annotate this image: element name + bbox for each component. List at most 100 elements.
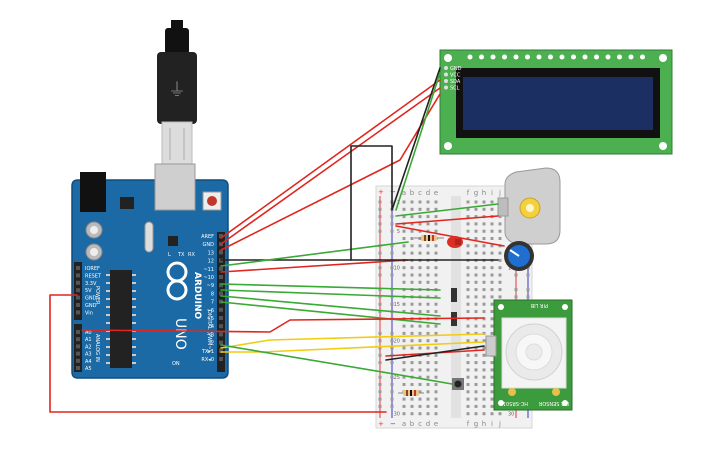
- breadboard-hole[interactable]: [434, 273, 438, 277]
- breadboard-hole[interactable]: [490, 295, 494, 299]
- header-pin[interactable]: [76, 303, 80, 307]
- breadboard-hole[interactable]: [378, 266, 382, 270]
- header-pin[interactable]: [76, 366, 80, 370]
- breadboard-hole[interactable]: [482, 207, 486, 211]
- breadboard-hole[interactable]: [482, 251, 486, 255]
- breadboard-hole[interactable]: [402, 237, 406, 240]
- breadboard-hole[interactable]: [434, 412, 438, 416]
- breadboard-hole[interactable]: [410, 368, 414, 372]
- breadboard-hole[interactable]: [482, 397, 486, 401]
- breadboard-hole[interactable]: [410, 339, 414, 343]
- breadboard-hole[interactable]: [378, 222, 382, 226]
- breadboard-hole[interactable]: [434, 404, 438, 408]
- breadboard-hole[interactable]: [434, 383, 438, 386]
- breadboard-hole[interactable]: [378, 346, 382, 350]
- breadboard-hole[interactable]: [426, 215, 430, 219]
- breadboard-hole[interactable]: [402, 310, 406, 313]
- breadboard-hole[interactable]: [426, 273, 430, 277]
- breadboard-hole[interactable]: [474, 346, 478, 350]
- breadboard-hole[interactable]: [390, 215, 394, 219]
- breadboard-hole[interactable]: [498, 280, 502, 284]
- breadboard-hole[interactable]: [490, 361, 494, 365]
- breadboard-hole[interactable]: [466, 368, 470, 372]
- breadboard-hole[interactable]: [434, 266, 438, 270]
- breadboard-hole[interactable]: [410, 346, 414, 350]
- breadboard-hole[interactable]: [410, 273, 414, 277]
- lcd-pin[interactable]: [444, 79, 448, 83]
- breadboard-hole[interactable]: [474, 215, 478, 219]
- breadboard-hole[interactable]: [474, 361, 478, 365]
- breadboard-hole[interactable]: [466, 324, 470, 328]
- breadboard-hole[interactable]: [426, 244, 430, 248]
- header-pin[interactable]: [219, 348, 223, 353]
- breadboard-hole[interactable]: [490, 368, 494, 372]
- header-pin[interactable]: [219, 275, 223, 279]
- breadboard-hole[interactable]: [378, 200, 382, 204]
- breadboard-hole[interactable]: [434, 215, 438, 219]
- breadboard-hole[interactable]: [466, 251, 470, 255]
- breadboard-hole[interactable]: [426, 251, 430, 255]
- breadboard-hole[interactable]: [402, 346, 406, 350]
- breadboard-hole[interactable]: [418, 207, 422, 211]
- breadboard-hole[interactable]: [402, 383, 406, 386]
- breadboard-hole[interactable]: [474, 368, 478, 372]
- breadboard-hole[interactable]: [498, 229, 502, 233]
- breadboard-hole[interactable]: [482, 310, 486, 313]
- breadboard-hole[interactable]: [466, 295, 470, 299]
- header-pin[interactable]: [76, 280, 80, 285]
- breadboard-hole[interactable]: [474, 375, 478, 379]
- breadboard-hole[interactable]: [402, 266, 406, 270]
- breadboard-hole[interactable]: [474, 310, 478, 313]
- breadboard-hole[interactable]: [434, 324, 438, 328]
- breadboard-hole[interactable]: [426, 390, 430, 394]
- breadboard-hole[interactable]: [410, 383, 414, 386]
- breadboard-hole[interactable]: [498, 215, 502, 219]
- breadboard-hole[interactable]: [426, 397, 430, 401]
- breadboard-hole[interactable]: [390, 302, 394, 306]
- breadboard-hole[interactable]: [466, 229, 470, 233]
- breadboard-hole[interactable]: [434, 368, 438, 372]
- breadboard-hole[interactable]: [426, 346, 430, 350]
- breadboard-hole[interactable]: [378, 361, 382, 365]
- breadboard-hole[interactable]: [410, 404, 414, 408]
- breadboard-hole[interactable]: [514, 273, 518, 277]
- breadboard-hole[interactable]: [410, 361, 414, 365]
- breadboard-hole[interactable]: [426, 222, 430, 226]
- breadboard-hole[interactable]: [410, 237, 414, 240]
- breadboard-hole[interactable]: [466, 266, 470, 270]
- breadboard-hole[interactable]: [466, 331, 470, 335]
- breadboard-hole[interactable]: [498, 258, 502, 262]
- breadboard-hole[interactable]: [474, 404, 478, 408]
- breadboard-hole[interactable]: [418, 368, 422, 372]
- breadboard-hole[interactable]: [402, 207, 406, 211]
- breadboard-hole[interactable]: [482, 324, 486, 328]
- breadboard-hole[interactable]: [402, 273, 406, 277]
- breadboard-hole[interactable]: [410, 200, 414, 204]
- breadboard-hole[interactable]: [490, 237, 494, 240]
- breadboard-hole[interactable]: [474, 412, 478, 416]
- breadboard-hole[interactable]: [410, 207, 414, 211]
- lcd-pin[interactable]: [444, 66, 448, 70]
- breadboard-hole[interactable]: [418, 390, 422, 394]
- breadboard-hole[interactable]: [474, 244, 478, 248]
- breadboard-hole[interactable]: [490, 229, 494, 233]
- breadboard-hole[interactable]: [490, 412, 494, 416]
- breadboard-hole[interactable]: [466, 288, 470, 292]
- breadboard-hole[interactable]: [418, 383, 422, 386]
- breadboard-hole[interactable]: [466, 353, 470, 357]
- breadboard-hole[interactable]: [378, 353, 382, 357]
- breadboard-hole[interactable]: [482, 353, 486, 357]
- breadboard-hole[interactable]: [482, 390, 486, 394]
- breadboard-hole[interactable]: [378, 310, 382, 313]
- breadboard-hole[interactable]: [418, 200, 422, 204]
- breadboard-hole[interactable]: [402, 368, 406, 372]
- breadboard-hole[interactable]: [474, 207, 478, 211]
- breadboard-hole[interactable]: [474, 273, 478, 277]
- breadboard-hole[interactable]: [410, 397, 414, 401]
- breadboard-hole[interactable]: [434, 207, 438, 211]
- breadboard-hole[interactable]: [378, 215, 382, 219]
- breadboard-hole[interactable]: [378, 207, 382, 211]
- breadboard-hole[interactable]: [410, 244, 414, 248]
- breadboard-hole[interactable]: [434, 375, 438, 379]
- breadboard-hole[interactable]: [482, 368, 486, 372]
